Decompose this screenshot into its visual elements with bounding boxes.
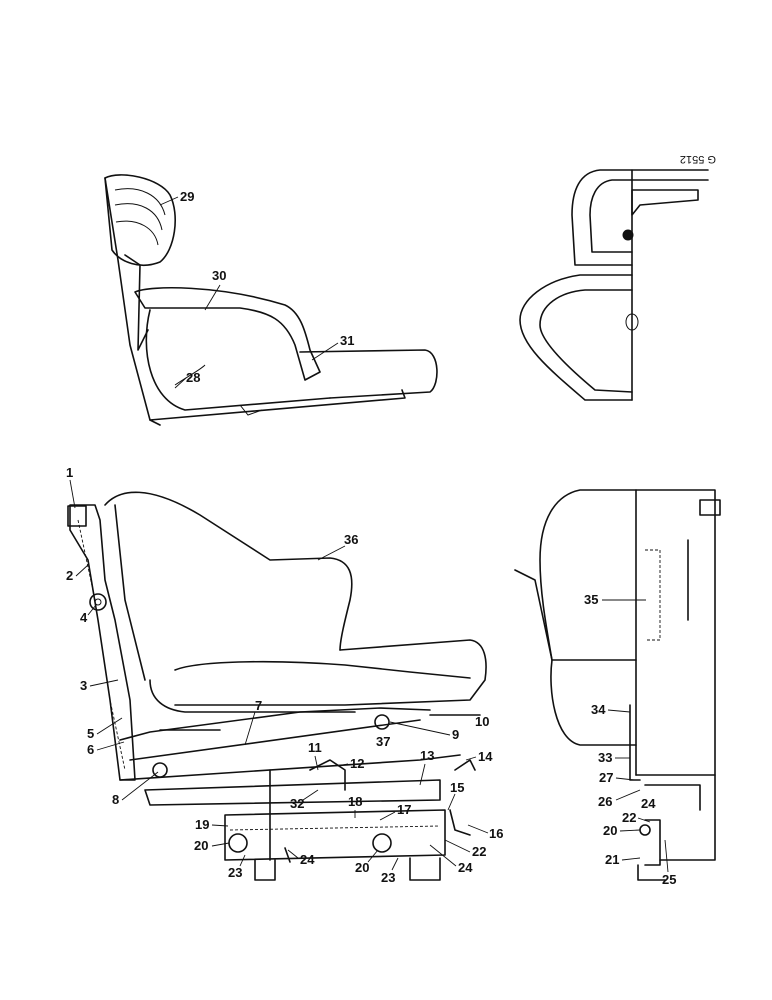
slide-rail bbox=[144, 779, 441, 806]
callout-labels: 1 2 3 4 5 6 7 8 9 10 11 12 13 14 15 16 1… bbox=[66, 189, 676, 887]
seat-shell-assembly bbox=[104, 174, 438, 426]
callout-20-right: 20 bbox=[603, 823, 617, 838]
callout-12: 12 bbox=[350, 756, 364, 771]
callout-21: 21 bbox=[605, 852, 619, 867]
callout-34: 34 bbox=[591, 702, 606, 717]
seat-cushion bbox=[104, 491, 353, 651]
callout-16: 16 bbox=[489, 826, 503, 841]
callout-2: 2 bbox=[66, 568, 73, 583]
callout-1: 1 bbox=[66, 465, 73, 480]
callout-22-right: 22 bbox=[622, 810, 636, 825]
callout-5: 5 bbox=[87, 726, 94, 741]
callout-4: 4 bbox=[80, 610, 88, 625]
callout-25: 25 bbox=[662, 872, 676, 887]
callout-22-left: 22 bbox=[472, 844, 486, 859]
headrest bbox=[104, 174, 176, 266]
callout-13: 13 bbox=[420, 748, 434, 763]
callout-11: 11 bbox=[308, 740, 322, 755]
callout-20-left: 20 bbox=[194, 838, 208, 853]
callout-27: 27 bbox=[599, 770, 613, 785]
callout-23-right: 23 bbox=[381, 870, 395, 885]
shell-rear-view: G 5512 bbox=[519, 153, 716, 401]
armrest bbox=[134, 286, 321, 381]
callout-37: 37 bbox=[376, 734, 390, 749]
callout-26: 26 bbox=[598, 794, 612, 809]
back-rail bbox=[69, 504, 136, 781]
callout-36: 36 bbox=[344, 532, 358, 547]
callout-31: 31 bbox=[340, 333, 354, 348]
callout-9: 9 bbox=[452, 727, 459, 742]
callout-15: 15 bbox=[450, 780, 464, 795]
seat-side-view bbox=[514, 489, 721, 881]
callout-24-side: 24 bbox=[641, 796, 656, 811]
callout-29: 29 bbox=[180, 189, 194, 204]
callout-19: 19 bbox=[195, 817, 209, 832]
callout-17: 17 bbox=[397, 802, 411, 817]
callout-10: 10 bbox=[475, 714, 489, 729]
callout-24-left: 24 bbox=[300, 852, 315, 867]
callout-20-mid: 20 bbox=[355, 860, 369, 875]
callout-32: 32 bbox=[290, 796, 304, 811]
callout-35: 35 bbox=[584, 592, 598, 607]
callout-7: 7 bbox=[255, 698, 262, 713]
callout-18: 18 bbox=[348, 794, 362, 809]
drawing-code: G 5512 bbox=[680, 153, 716, 165]
callout-23-left: 23 bbox=[228, 865, 242, 880]
seat-back-frame bbox=[104, 177, 161, 426]
callout-24-right: 24 bbox=[458, 860, 473, 875]
callout-3: 3 bbox=[80, 678, 87, 693]
seat-suspension-assembly bbox=[67, 491, 487, 881]
callout-6: 6 bbox=[87, 742, 94, 757]
seat-pad bbox=[299, 349, 438, 399]
callout-28: 28 bbox=[186, 370, 200, 385]
callout-14: 14 bbox=[478, 749, 493, 764]
callout-30: 30 bbox=[212, 268, 226, 283]
callout-8: 8 bbox=[112, 792, 119, 807]
callout-33: 33 bbox=[598, 750, 612, 765]
seat-shell bbox=[145, 309, 331, 411]
